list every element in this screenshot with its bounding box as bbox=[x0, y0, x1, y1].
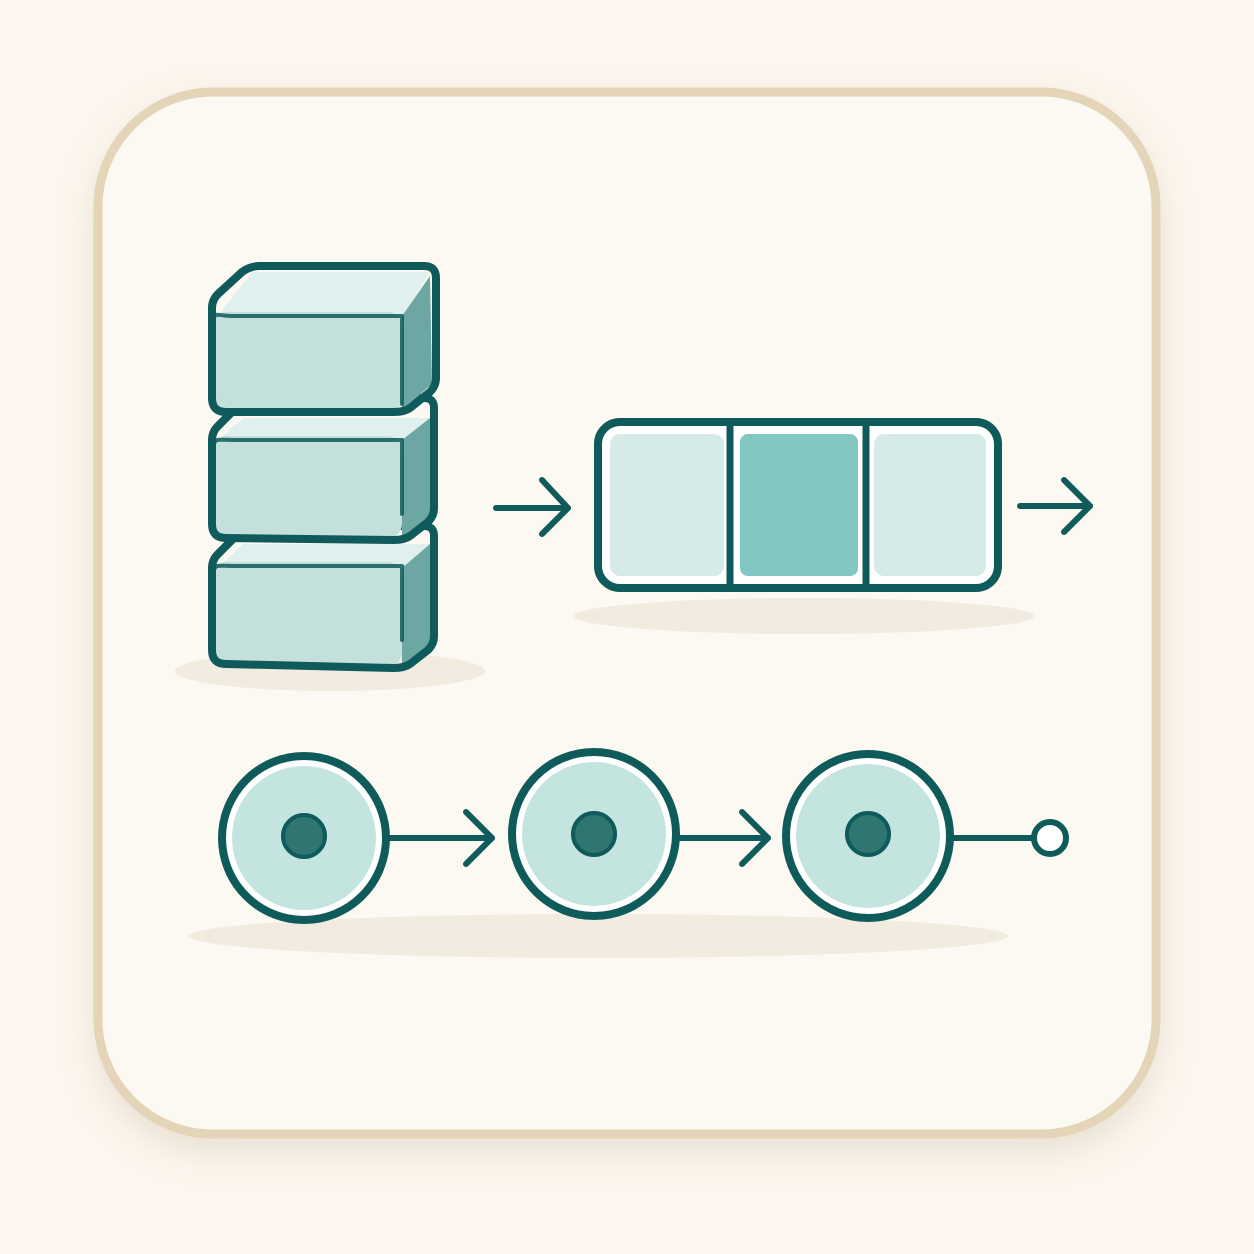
queue-ground-shadow bbox=[574, 598, 1034, 634]
stacked-blocks-icon bbox=[208, 262, 440, 672]
queue-bar-icon bbox=[594, 418, 1002, 592]
list-ground-shadow bbox=[188, 914, 1008, 958]
list-node-2 bbox=[508, 748, 680, 920]
stack-block-2 bbox=[208, 394, 438, 544]
list-node-1 bbox=[218, 752, 390, 924]
list-null-terminator bbox=[947, 819, 1069, 857]
queue-cell-2 bbox=[740, 434, 858, 576]
arrow-stack-to-queue bbox=[493, 477, 571, 537]
queue-cell-3 bbox=[874, 434, 986, 576]
stack-block-3 bbox=[208, 522, 438, 672]
stack-block-1 bbox=[208, 262, 440, 416]
list-node-3 bbox=[782, 750, 954, 922]
arrow-queue-out bbox=[1017, 477, 1093, 535]
arrow-node-2-to-node-3 bbox=[673, 809, 771, 867]
linked-nodes-icon bbox=[218, 748, 1069, 924]
queue-cell-1 bbox=[610, 434, 724, 576]
arrow-node-1-to-node-2 bbox=[383, 809, 495, 867]
